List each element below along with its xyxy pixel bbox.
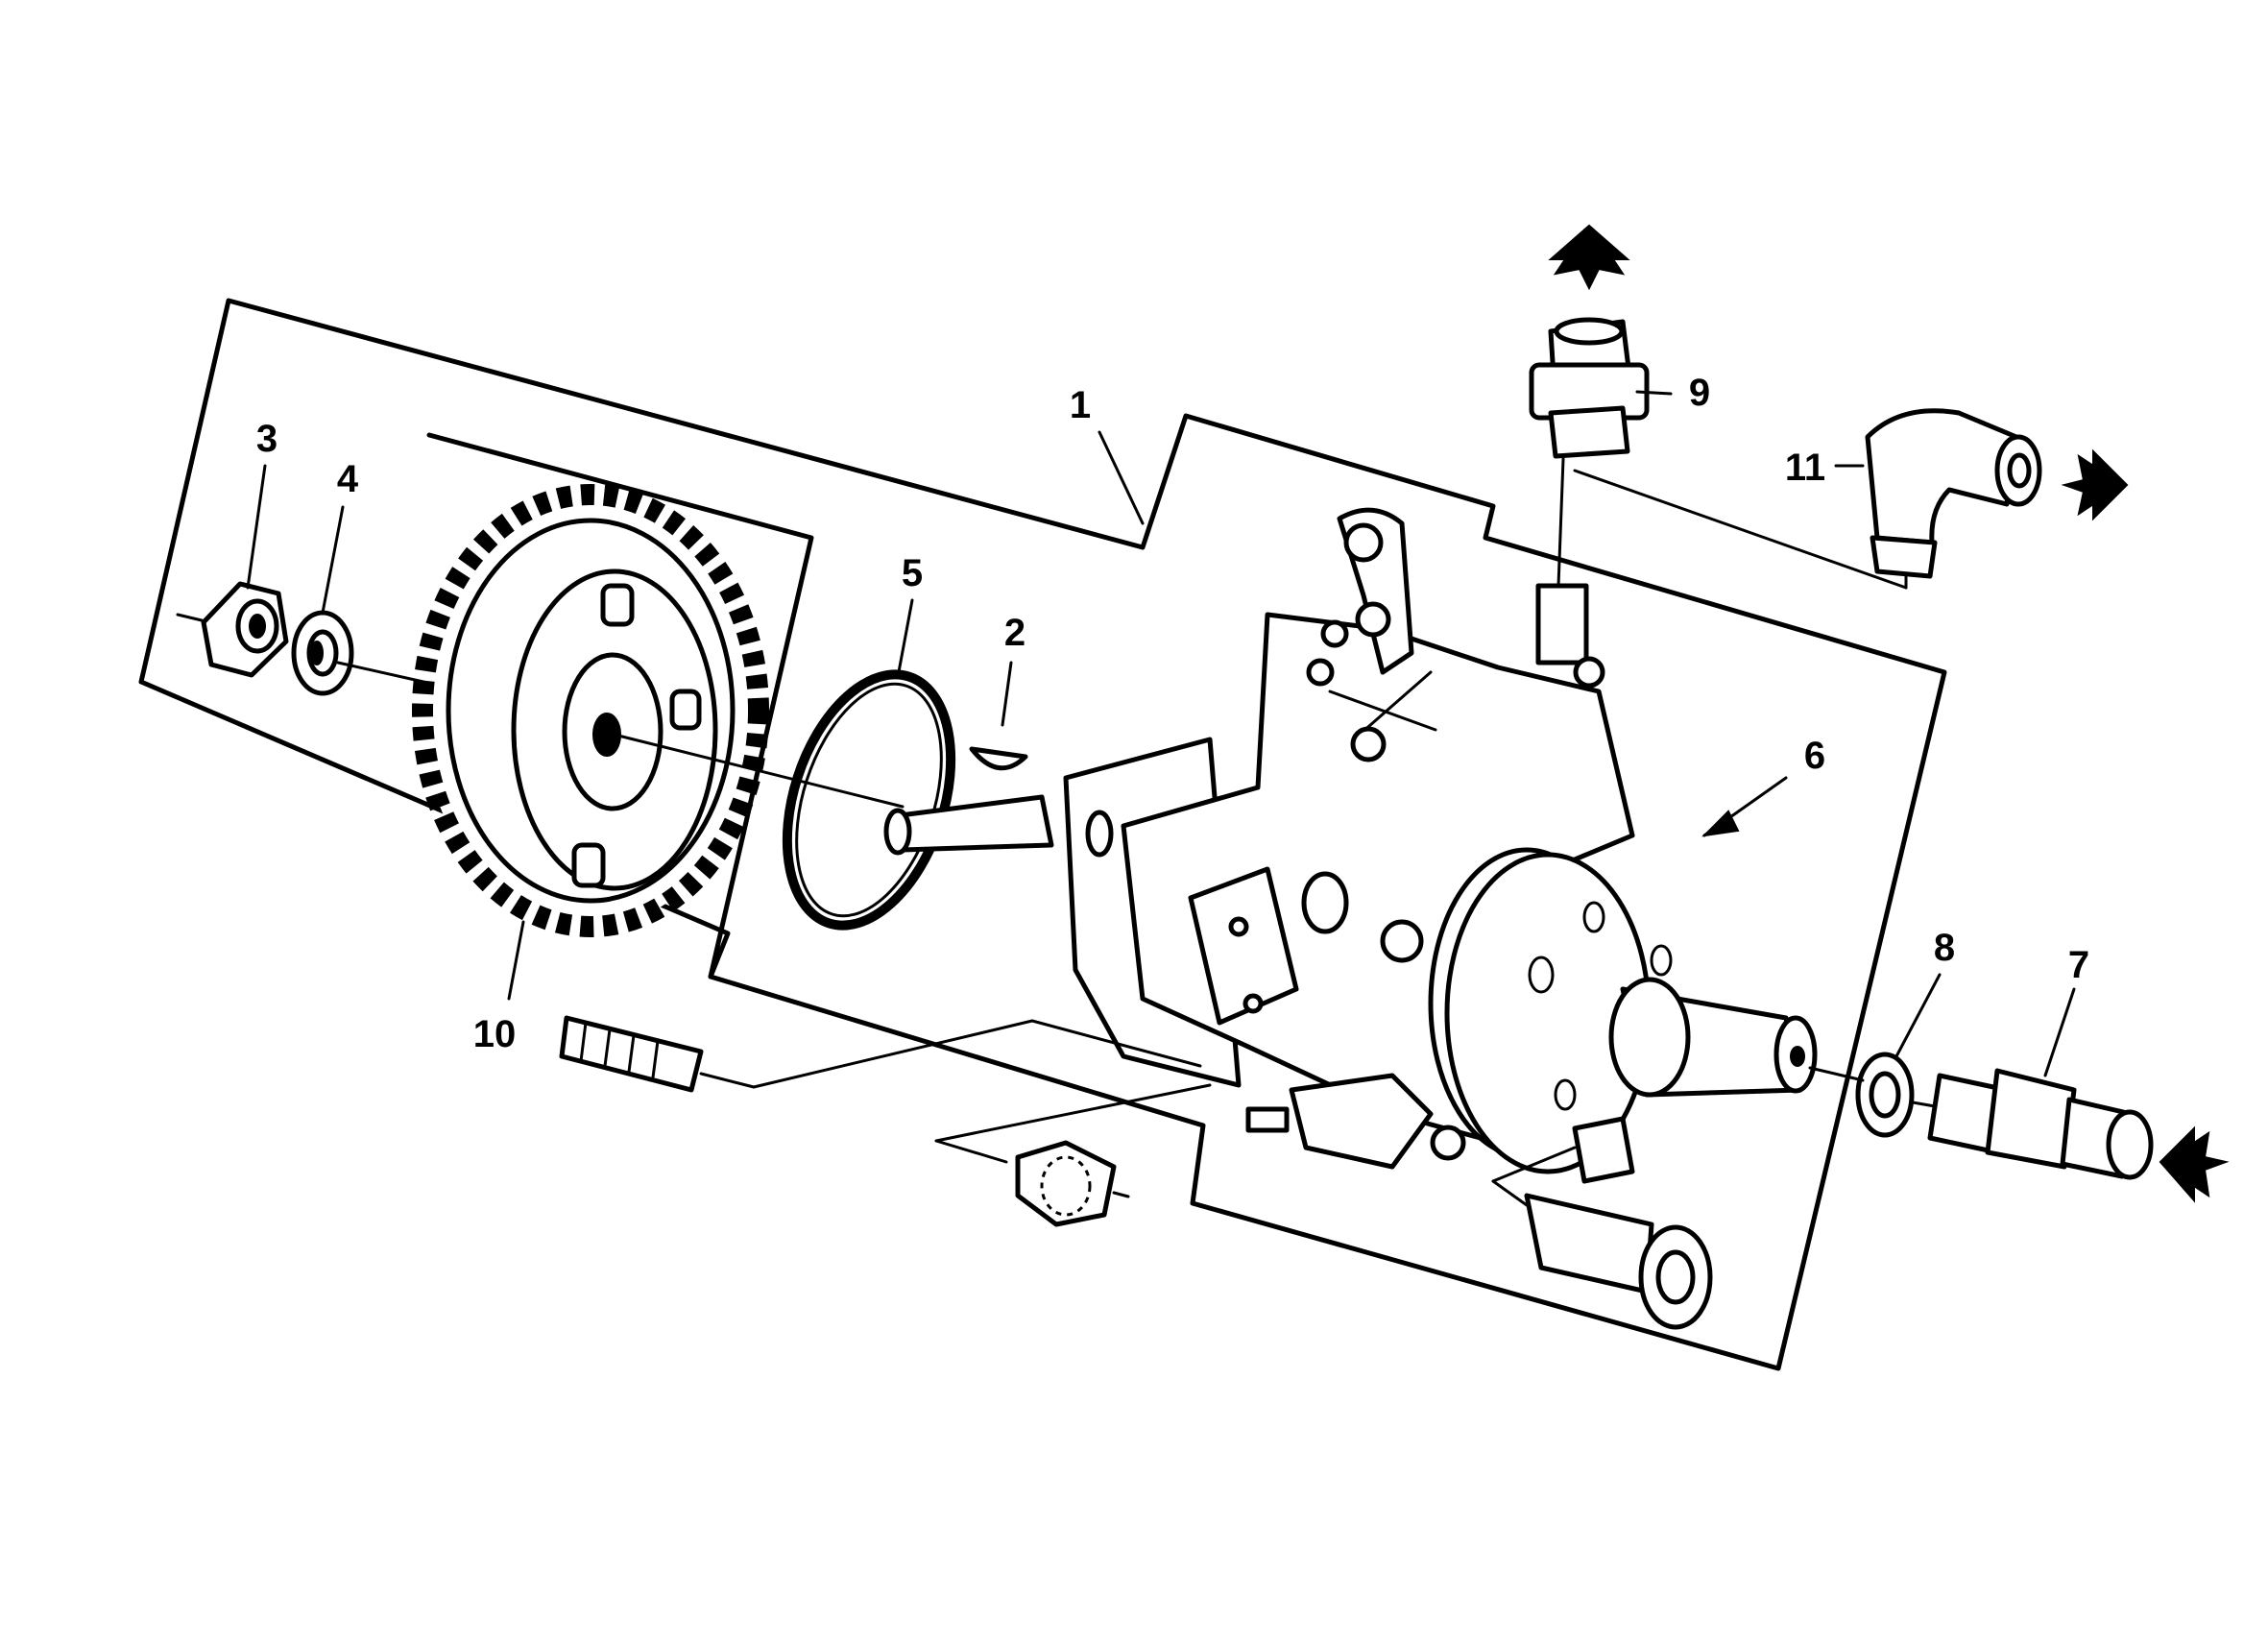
- callout-2: 2: [1004, 612, 1025, 654]
- part-10-gear: [412, 484, 769, 937]
- callout-5: 5: [902, 552, 923, 594]
- part-4-washer: [291, 610, 354, 696]
- callout-3: 3: [256, 418, 277, 460]
- part-1-pump-body: [883, 507, 1818, 1184]
- bolt: [559, 1015, 756, 1093]
- callout-11: 11: [1785, 447, 1825, 489]
- leader-lines: [246, 430, 2076, 1077]
- callouts: 1 2 3 4 5 6 7 8 9 10 11: [256, 372, 2089, 1055]
- assembly-outline: [138, 298, 1947, 1371]
- flow-arrow-icon: [1548, 224, 1630, 291]
- part-5-o-ring: [782, 669, 956, 931]
- part-11-elbow: [1865, 408, 2042, 579]
- callout-9: 9: [1689, 372, 1710, 414]
- callout-6: 6: [1804, 735, 1825, 777]
- flow-arrow-icon: [2061, 448, 2129, 521]
- part-8-washer: [1855, 1052, 1915, 1138]
- callout-1: 1: [1070, 384, 1091, 426]
- gear-group-outline: [426, 432, 814, 980]
- flow-arrow-icon: [2159, 1125, 2230, 1203]
- part-3-nut: [201, 581, 289, 678]
- lower-fitting: [1524, 1193, 1713, 1330]
- callout-8: 8: [1934, 927, 1955, 969]
- callout-7: 7: [2068, 944, 2089, 986]
- callout-10: 10: [473, 1013, 517, 1055]
- part-2-key: [969, 746, 1028, 771]
- part-7-union: [1927, 1068, 2154, 1180]
- callout-4: 4: [337, 458, 359, 500]
- plug: [1015, 1140, 1117, 1227]
- part-9-union: [1529, 317, 1650, 459]
